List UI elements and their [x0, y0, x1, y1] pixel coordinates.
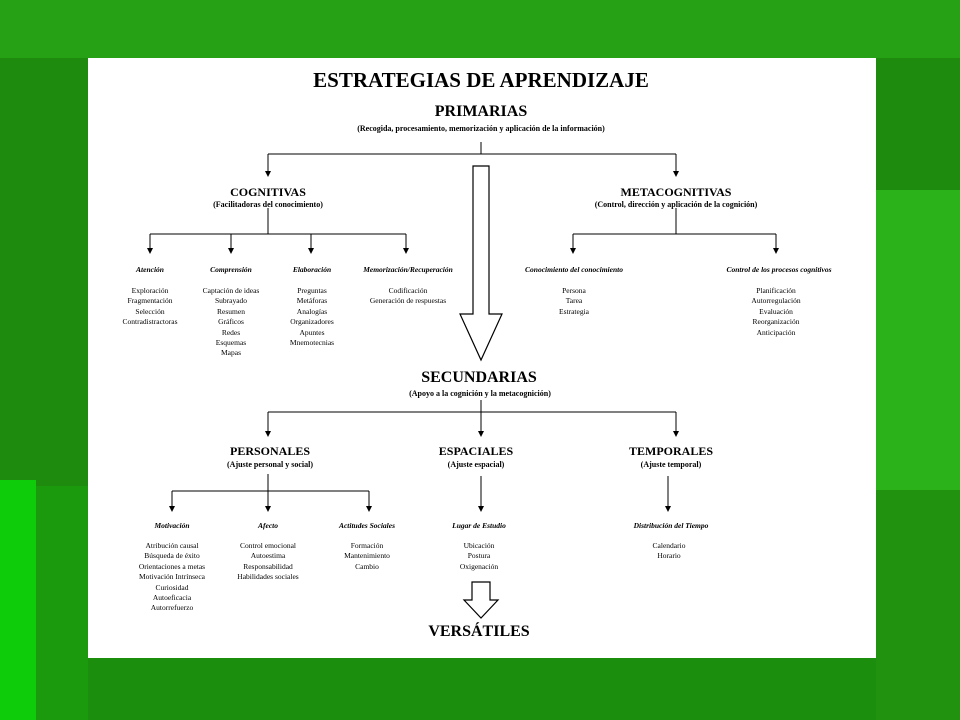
metacognitivas-heading: METACOGNITIVAS: [620, 185, 732, 199]
list-item: Anticipación: [756, 327, 796, 337]
connector-lines: [147, 142, 779, 619]
category-control: Control de los procesos cognitivos: [726, 265, 832, 274]
list-item: Fragmentación: [127, 296, 173, 306]
list-item: Mapas: [221, 348, 241, 358]
cognitivas-subtitle: (Facilitadoras del conocimiento): [213, 200, 323, 209]
temporales-heading: TEMPORALES: [628, 444, 714, 458]
list-item: Reorganización: [752, 317, 800, 327]
list-motivacion: Atribución causal Búsqueda de éxito Orie…: [139, 541, 205, 614]
list-item: Mnemotecnias: [289, 338, 335, 348]
list-item: Autorregulación: [751, 296, 801, 306]
diagram-card: ESTRATEGIAS DE APRENDIZAJE PRIMARIAS (Re…: [88, 58, 876, 658]
list-item: Captación de ideas: [202, 286, 260, 295]
list-item: Formación: [350, 541, 384, 550]
list-item: Planificación: [756, 286, 796, 295]
category-elaboracion: Elaboración: [292, 265, 332, 274]
list-item: Ubicación: [463, 541, 495, 550]
list-item: Curiosidad: [155, 582, 189, 592]
secundarias-subtitle: (Apoyo a la cognición y la metacognición…: [409, 389, 551, 398]
list-conocimiento: Persona Tarea Estrategia: [559, 286, 589, 317]
list-item: Mantenimiento: [344, 551, 390, 561]
list-item: Exploración: [131, 286, 169, 295]
list-item: Tarea: [565, 296, 583, 306]
list-item: Búsqueda de éxito: [144, 551, 200, 561]
list-item: Codificación: [388, 286, 428, 295]
list-item: Responsabilidad: [243, 561, 293, 571]
list-item: Atribución causal: [145, 541, 199, 550]
list-memorizacion: Codificación Generación de respuestas: [370, 286, 446, 307]
list-item: Horario: [657, 551, 681, 561]
list-item: Esquemas: [215, 338, 247, 348]
list-item: Contradistractoras: [122, 317, 178, 327]
temporales-subtitle: (Ajuste temporal): [640, 460, 702, 469]
secundarias-heading: SECUNDARIAS: [421, 369, 537, 386]
category-memorizacion: Memorización/Recuperación: [363, 265, 453, 274]
personales-subtitle: (Ajuste personal y social): [227, 460, 313, 469]
category-atencion: Atención: [136, 265, 164, 274]
list-actitudes-sociales: Formación Mantenimiento Cambio: [344, 541, 390, 572]
large-down-arrow: [459, 165, 503, 362]
list-item: Calendario: [652, 541, 686, 550]
list-control: Planificación Autorregulación Evaluación…: [751, 286, 800, 338]
list-elaboracion: Preguntas Metáforas Analogías Organizado…: [290, 286, 334, 348]
list-item: Cambio: [355, 561, 379, 571]
category-distribucion-del-tiempo: Distribución del Tiempo: [633, 521, 709, 530]
list-item: Apuntes: [299, 327, 325, 337]
list-item: Redes: [221, 327, 241, 337]
list-item: Evaluación: [759, 306, 793, 316]
list-item: Gráficos: [218, 317, 244, 327]
list-distribucion-del-tiempo: Calendario Horario: [653, 541, 686, 562]
list-item: Persona: [562, 286, 586, 295]
list-item: Estrategia: [559, 306, 589, 316]
list-item: Selección: [135, 306, 165, 316]
small-down-arrow: [462, 581, 500, 619]
list-item: Preguntas: [297, 286, 327, 295]
list-item: Orientaciones a metas: [138, 561, 206, 571]
category-afecto: Afecto: [258, 521, 278, 530]
category-lugar-de-estudio: Lugar de Estudio: [452, 521, 506, 530]
primarias-subtitle: (Recogida, procesamiento, memorización y…: [357, 124, 605, 133]
category-conocimiento: Conocimiento del conocimiento: [525, 265, 623, 274]
list-comprension: Captación de ideas Subrayado Resumen Grá…: [203, 286, 260, 359]
list-lugar-de-estudio: Ubicación Postura Oxigenación: [460, 541, 498, 572]
personales-heading: PERSONALES: [229, 444, 311, 458]
list-item: Autoeficacia: [152, 593, 192, 603]
list-atencion: Exploración Fragmentación Selección Cont…: [123, 286, 178, 328]
list-item: Motivación Intrínseca: [138, 572, 206, 582]
list-item: Autorrefuerzo: [150, 603, 194, 613]
list-item: Organizadores: [290, 317, 334, 327]
metacognitivas-subtitle: (Control, dirección y aplicación de la c…: [594, 200, 758, 209]
espaciales-subtitle: (Ajuste espacial): [447, 460, 505, 469]
list-afecto: Control emocional Autoestima Responsabil…: [237, 541, 298, 583]
cognitivas-heading: COGNITIVAS: [230, 185, 306, 199]
category-motivacion: Motivación: [154, 521, 190, 530]
list-item: Resumen: [217, 306, 245, 316]
versatiles-heading: VERSÁTILES: [428, 623, 530, 640]
list-item: Generación de respuestas: [369, 296, 447, 306]
list-item: Postura: [467, 551, 491, 561]
list-item: Control emocional: [239, 541, 297, 550]
list-item: Oxigenación: [459, 561, 499, 571]
list-item: Subrayado: [214, 296, 248, 306]
list-item: Habilidades sociales: [237, 572, 299, 582]
list-item: Metáforas: [296, 296, 328, 306]
category-actitudes-sociales: Actitudes Sociales: [338, 521, 396, 530]
list-item: Analogías: [296, 306, 328, 316]
page-title: ESTRATEGIAS DE APRENDIZAJE: [313, 68, 649, 92]
list-item: Autoestima: [250, 551, 286, 561]
category-comprension: Comprensión: [210, 265, 252, 274]
primarias-heading: PRIMARIAS: [434, 103, 528, 120]
espaciales-heading: ESPACIALES: [438, 444, 514, 458]
